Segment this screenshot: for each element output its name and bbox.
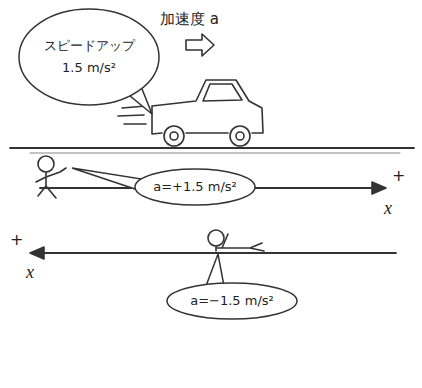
ground-line	[10, 147, 414, 149]
stick-figure	[208, 230, 224, 246]
car-window	[203, 84, 242, 101]
bubble-text: スピードアップ 1.5 m/s²	[39, 35, 139, 79]
bubble-text: a=−1.5 m/s²	[190, 290, 274, 312]
x-axis	[32, 252, 396, 254]
speed-lines	[118, 106, 146, 124]
speech-bubble: a=+1.5 m/s²	[134, 168, 256, 206]
bubble-outline	[18, 8, 160, 106]
axis-label: x	[26, 262, 34, 283]
bubble-ellipse	[167, 283, 297, 319]
axis-label: +	[10, 230, 23, 249]
stick-figure	[36, 168, 66, 198]
car-body	[152, 80, 263, 134]
axis-label: +	[392, 166, 405, 185]
speech-bubble: a=−1.5 m/s²	[166, 282, 298, 320]
car-wheel	[170, 132, 178, 140]
axis-label: x	[384, 198, 392, 219]
axis-arrowhead	[30, 247, 44, 259]
bubble-text: a=+1.5 m/s²	[153, 176, 237, 198]
car-wheel	[236, 132, 244, 140]
bubble-ellipse	[19, 9, 159, 105]
stick-figure	[38, 156, 54, 172]
bubble-ellipse	[135, 169, 255, 205]
car-wheel	[164, 126, 184, 146]
ground-line	[30, 153, 400, 154]
axis-arrowhead	[372, 182, 386, 194]
bubble-tail	[206, 254, 224, 286]
hollow-arrow	[186, 34, 214, 56]
speech-bubble: スピードアップ 1.5 m/s²	[18, 8, 160, 106]
acceleration-label: 加速度 a	[160, 10, 219, 29]
stick-figure	[216, 234, 264, 251]
car-wheel	[230, 126, 250, 146]
